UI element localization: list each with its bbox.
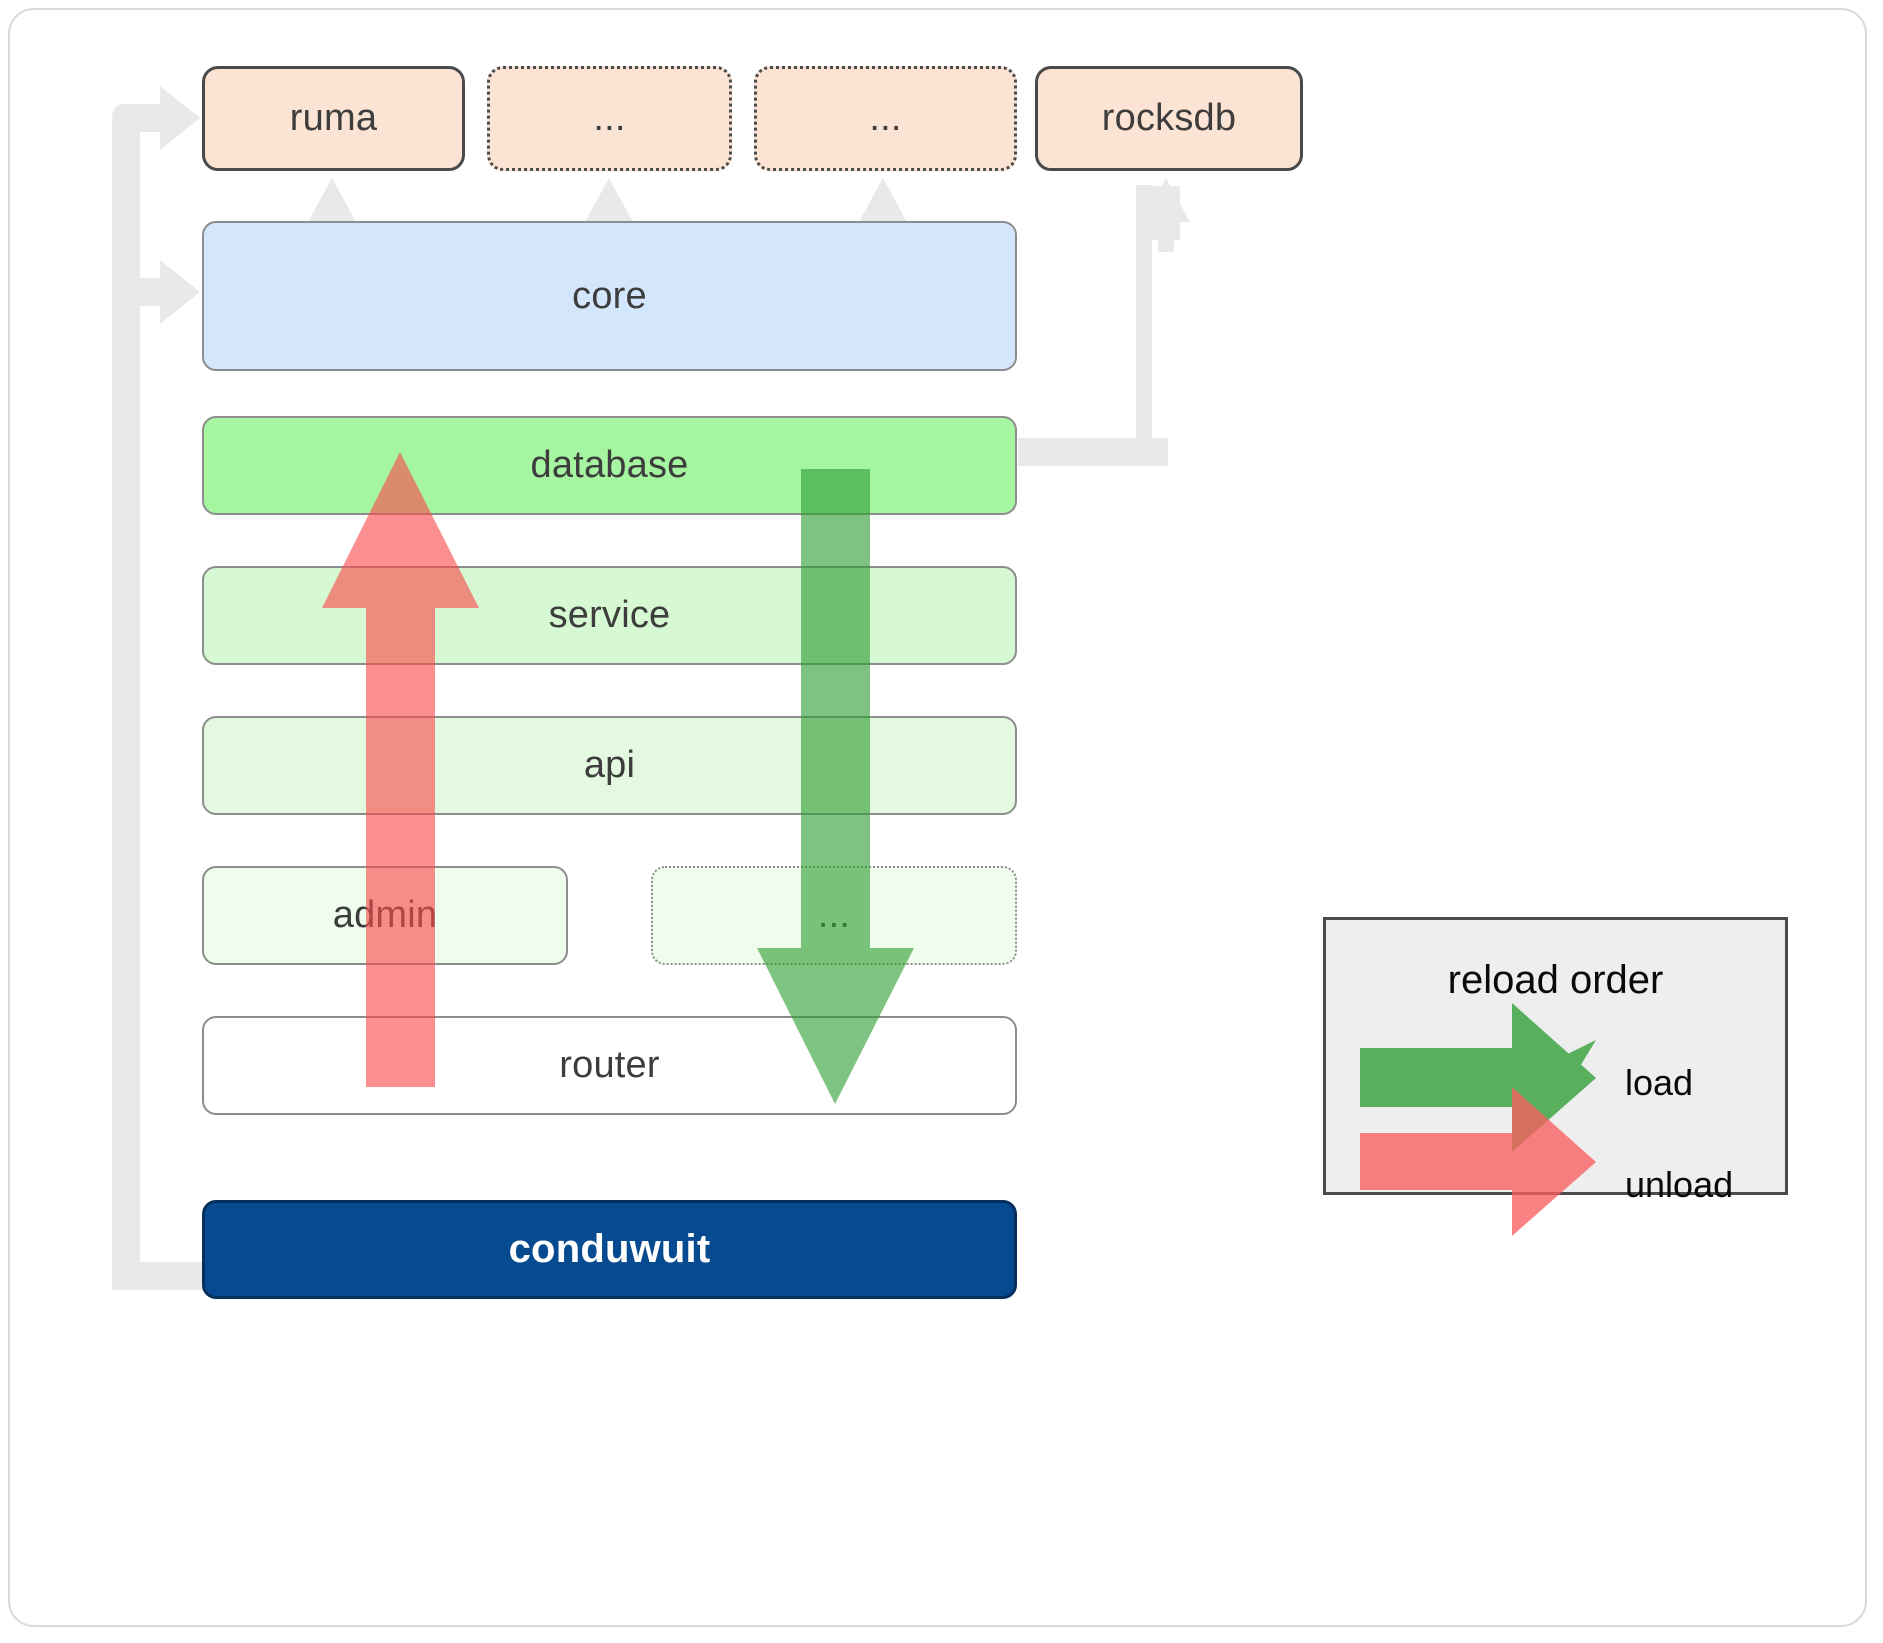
layer-api-label: api bbox=[583, 744, 636, 786]
layer-admin[interactable]: admin bbox=[202, 866, 568, 965]
layer-core[interactable]: core bbox=[202, 221, 1017, 371]
layer-database-label: database bbox=[530, 444, 689, 486]
layer-core-label: core bbox=[572, 274, 647, 317]
package-ruma-label: ruma bbox=[289, 97, 378, 139]
package-rocksdb-label: rocksdb bbox=[1101, 97, 1237, 139]
legend-label-unload: unload bbox=[1625, 1164, 1734, 1205]
layer-service-label: service bbox=[548, 594, 671, 636]
app-conduwuit[interactable]: conduwuit bbox=[202, 1200, 1017, 1299]
legend-title: reload order bbox=[1447, 958, 1664, 1002]
layer-service[interactable]: service bbox=[202, 566, 1017, 665]
layer-ellipsis-label: ... bbox=[817, 894, 851, 936]
package-rocksdb[interactable]: rocksdb bbox=[1035, 66, 1303, 171]
layer-ellipsis[interactable]: ... bbox=[651, 866, 1017, 965]
layer-api[interactable]: api bbox=[202, 716, 1017, 815]
app-conduwuit-label: conduwuit bbox=[508, 1227, 711, 1271]
layer-router[interactable]: router bbox=[202, 1016, 1017, 1115]
package-ellipsis-1[interactable]: ... bbox=[487, 66, 732, 171]
package-ellipsis-1-label: ... bbox=[593, 97, 626, 139]
layer-database[interactable]: database bbox=[202, 416, 1017, 515]
package-ellipsis-2-label: ... bbox=[869, 97, 902, 139]
legend-label-load: load bbox=[1625, 1062, 1694, 1103]
layer-router-label: router bbox=[559, 1044, 660, 1086]
layer-admin-label: admin bbox=[332, 894, 438, 936]
package-ruma[interactable]: ruma bbox=[202, 66, 465, 171]
package-ellipsis-2[interactable]: ... bbox=[754, 66, 1017, 171]
